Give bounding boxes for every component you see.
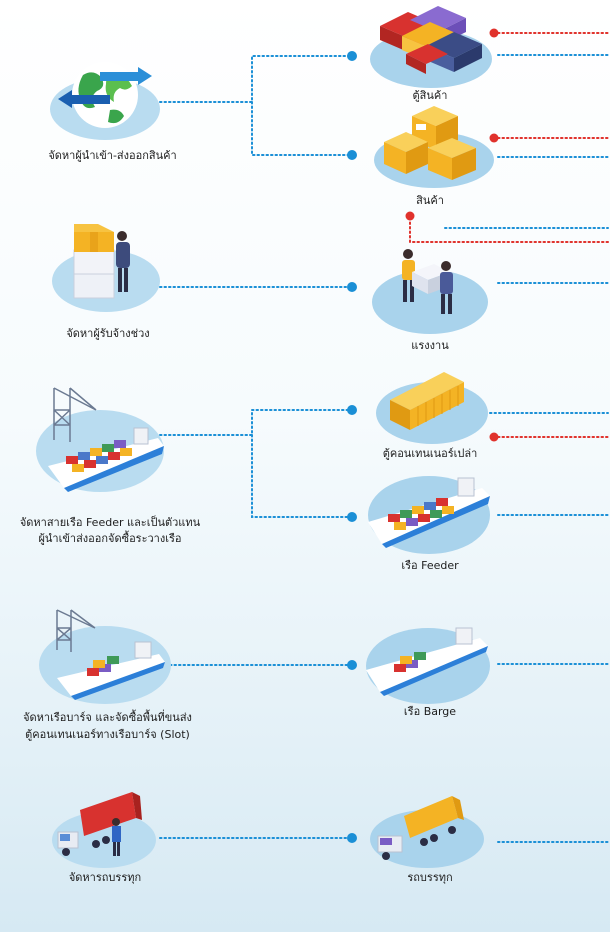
subcontractor-node [52,222,162,312]
yellow-truck-icon [377,796,464,860]
barge-agent-label-2: ตู้คอนเทนเนอร์ทางเรือบาร์จ (Slot) [25,728,190,741]
connector-feeder-empty-container [159,409,353,436]
barge-agent-label-1: จัดหาเรือบาร์จ และจัดซื้อพื้นที่ขนส่ง [23,711,192,724]
goods-label: สินค้า [416,194,444,207]
truck-agent-node [52,788,162,868]
truck-label: รถบรรทุก [407,871,453,884]
connector-feeder-ship [251,434,353,518]
importer-label: จัดหาผู้นำเข้า-ส่งออกสินค้า [48,149,177,162]
feeder-ship-node [358,460,498,556]
feeder-agent-label-1: จัดหาสายเรือ Feeder และเป็นตัวแทน [19,516,201,529]
yellow-container-icon [390,372,464,430]
feeder-agent-label-2: ผู้นำเข้าส่งออกจัดซื้อระวางเรือ [38,532,182,545]
goods-container-node [366,2,496,88]
stacked-containers-icon [380,6,482,74]
labor-label: แรงงาน [411,339,449,352]
crane-ship-icon [48,387,164,492]
connector-importer-goods-container [159,55,353,103]
globe-icon [58,62,152,128]
barge-ship-node [358,612,498,704]
empty-container-node [372,366,492,444]
barge-ship-label: เรือ Barge [403,705,457,718]
labor-node [370,242,490,334]
boxes-person-icon [73,224,130,299]
goods-container-label: ตู้สินค้า [412,89,448,102]
barge-agent-node [35,606,175,706]
workers-carrying-icon [402,249,453,314]
feeder-ship-icon [368,477,490,548]
subcontractor-label: จัดหาผู้รับจ้างช่วง [66,327,150,340]
feeder-ship-label: เรือ Feeder [401,559,459,572]
barge-ship-icon [366,627,488,696]
feeder-agent-node [30,380,170,500]
truck-node [368,790,488,868]
importer-node [50,50,160,140]
truck-agent-label: จัดหารถบรรทุก [68,871,142,884]
cardboard-boxes-icon [384,106,476,180]
goods-node [372,102,497,188]
crane-barge-icon [56,609,165,700]
red-truck-icon [57,792,142,856]
empty-container-label: ตู้คอนเทนเนอร์เปล่า [382,447,478,460]
connector-importer-goods [251,101,353,156]
